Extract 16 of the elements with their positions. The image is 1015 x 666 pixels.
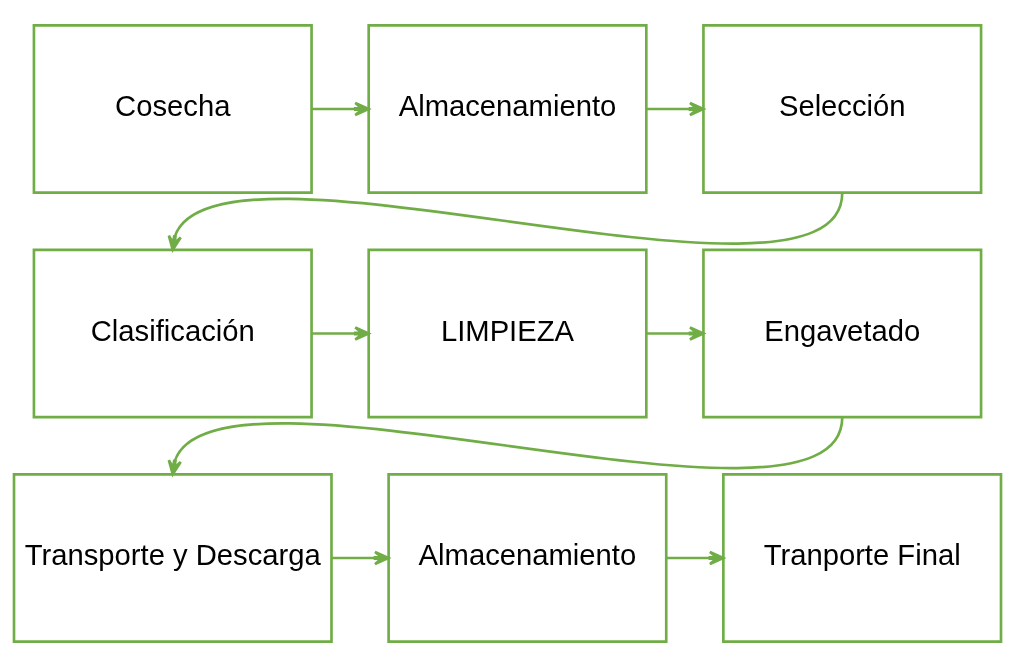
node-box: Engavetado xyxy=(702,248,983,418)
node-box: Almacenamiento xyxy=(367,23,648,194)
node-box: Cosecha xyxy=(32,23,313,194)
arrow xyxy=(312,101,370,116)
arrow xyxy=(312,325,370,341)
node-box: Selección xyxy=(702,23,983,194)
node-box: LIMPIEZA xyxy=(367,248,648,418)
arrow xyxy=(646,325,705,341)
arrow xyxy=(331,550,390,565)
arrow xyxy=(666,550,725,565)
arrow xyxy=(646,101,705,116)
node-box: Almacenamiento xyxy=(387,472,668,643)
node-box: Clasificación xyxy=(32,248,313,418)
arrow xyxy=(167,191,844,251)
node-box: Transporte y Descarga xyxy=(12,472,333,643)
node-box: Tranporte Final xyxy=(722,472,1003,643)
